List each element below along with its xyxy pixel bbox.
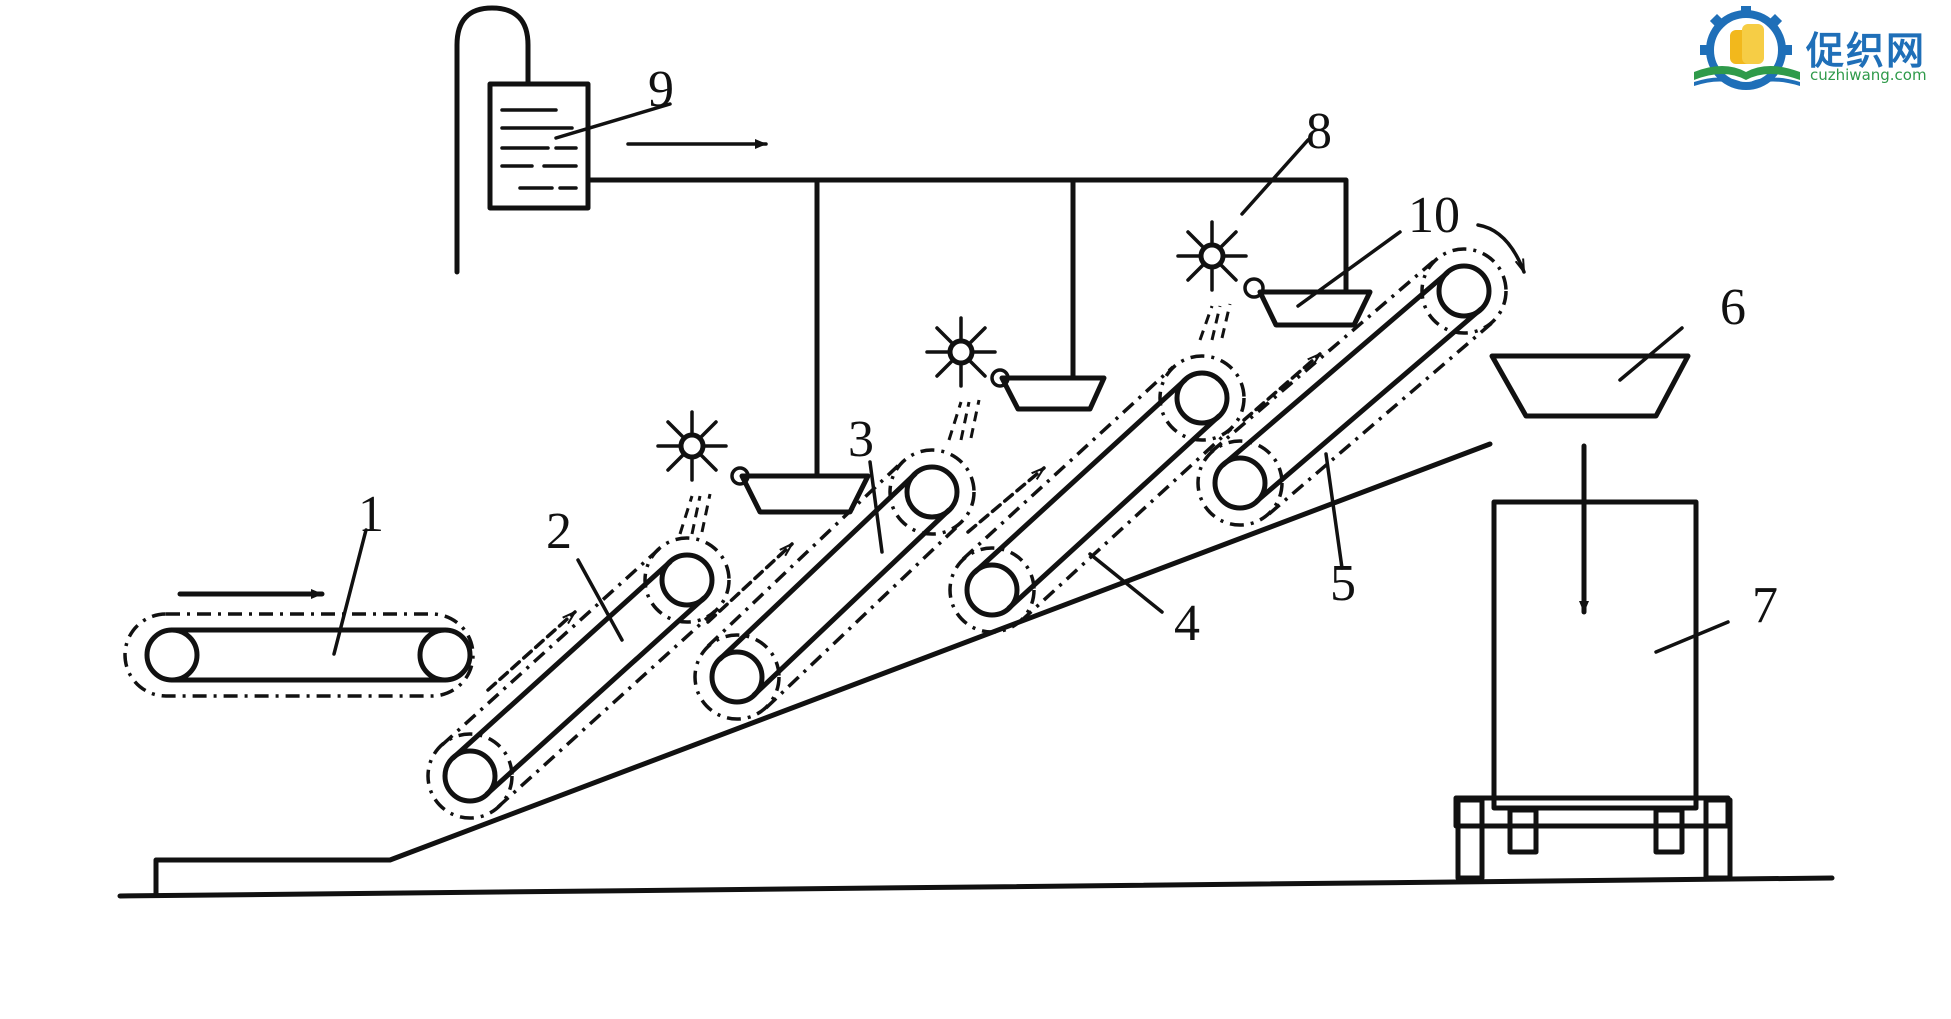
conveyor-2: [426, 536, 731, 820]
cart-7: [1453, 499, 1733, 881]
conveyor-1: [123, 589, 475, 698]
gear-book-icon: [1694, 4, 1800, 90]
label-1: 1: [358, 486, 384, 543]
ground-line: [117, 875, 1835, 899]
spray-wheel-c: [1176, 220, 1248, 341]
inclined-ramp: [153, 441, 1493, 897]
label-6: 6: [1720, 279, 1746, 336]
spray-wheel-b: [925, 316, 997, 441]
label-10: 10: [1408, 187, 1460, 244]
spray-tray-3: [730, 466, 871, 515]
spray-tray-10: [1243, 277, 1373, 328]
label-5: 5: [1330, 555, 1356, 612]
label-2: 2: [546, 503, 572, 560]
logo-url: cuzhiwang.com: [1810, 66, 1927, 84]
site-logo: 促织网 cuzhiwang.com: [1688, 4, 1950, 96]
leader-lines: [332, 102, 1730, 656]
conveyor-4: [948, 354, 1246, 634]
water-supply-manifold: [585, 139, 1349, 479]
label-9: 9: [648, 61, 674, 118]
label-8: 8: [1306, 103, 1332, 160]
logo-name: 促织网: [1806, 29, 1927, 73]
label-4: 4: [1174, 595, 1200, 652]
conveyor-5: [1196, 223, 1526, 527]
hopper-6: [1489, 353, 1691, 615]
spray-tray-4: [990, 368, 1107, 412]
water-tank-9: [454, 5, 591, 275]
conveyor-3: [693, 448, 976, 721]
label-3: 3: [848, 411, 874, 468]
label-7: 7: [1752, 577, 1778, 634]
spray-wheel-a: [656, 410, 728, 535]
